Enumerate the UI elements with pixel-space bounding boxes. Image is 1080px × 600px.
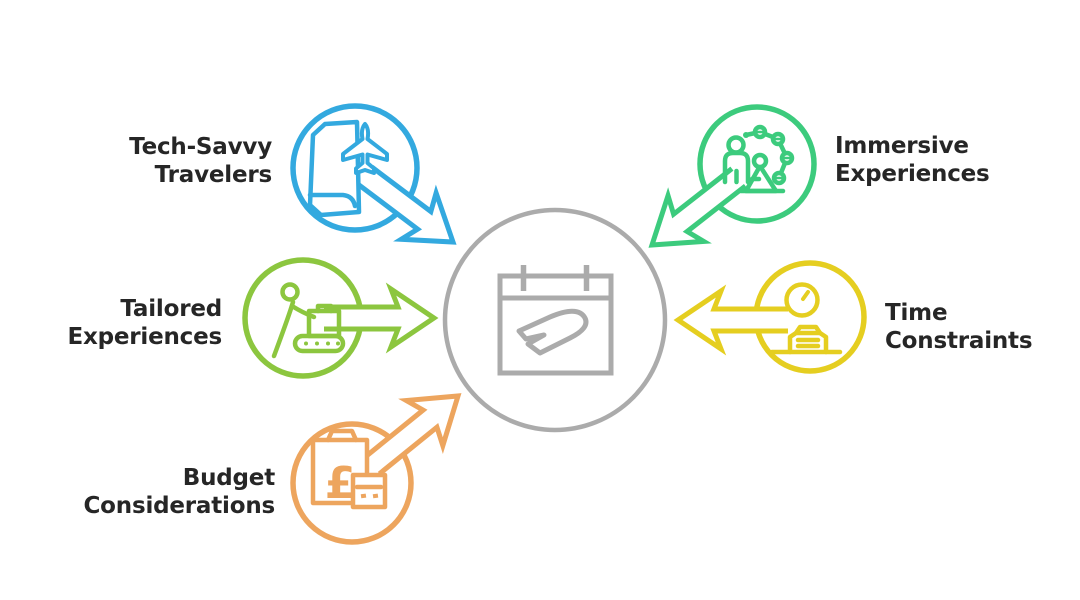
label-immersive-experiences: Immersive Experiences — [835, 132, 990, 188]
label-line: Time — [885, 300, 948, 326]
arrow-budget-to-center — [364, 393, 462, 476]
arrow-time-to-center — [673, 284, 788, 356]
arrow-immersive-to-center — [648, 166, 747, 248]
smartphone-airplane-icon — [307, 119, 389, 218]
label-line: Immersive — [835, 133, 969, 159]
label-line: Travelers — [154, 162, 273, 188]
label-tech-savvy-travelers: Tech-Savvy Travelers — [129, 133, 272, 189]
label-tailored-experiences: Tailored Experiences — [67, 295, 222, 351]
label-time-constraints: Time Constraints — [885, 299, 1033, 355]
label-line: Tailored — [120, 296, 222, 322]
arrow-tech-savvy-to-center — [357, 165, 457, 245]
traveler-luggage-conveyor-icon — [271, 282, 346, 359]
arrow-tailored-to-center — [324, 282, 439, 354]
label-line: Experiences — [67, 324, 222, 350]
label-line: Tech-Savvy — [129, 134, 272, 160]
label-line: Constraints — [885, 328, 1033, 354]
svg-text:£: £ — [325, 458, 356, 509]
label-line: Budget — [182, 465, 275, 491]
calendar-departing-flight-icon — [497, 265, 614, 376]
label-budget-considerations: Budget Considerations — [84, 464, 276, 520]
takeoff-plane-icon — [516, 308, 589, 356]
label-line: Considerations — [83, 493, 276, 519]
label-line: Experiences — [835, 161, 990, 187]
people-vr-network-icon — [722, 124, 795, 194]
pound-shopping-bag-calculator-icon: £ — [310, 428, 388, 510]
clock-suitcase-icon — [769, 282, 843, 355]
